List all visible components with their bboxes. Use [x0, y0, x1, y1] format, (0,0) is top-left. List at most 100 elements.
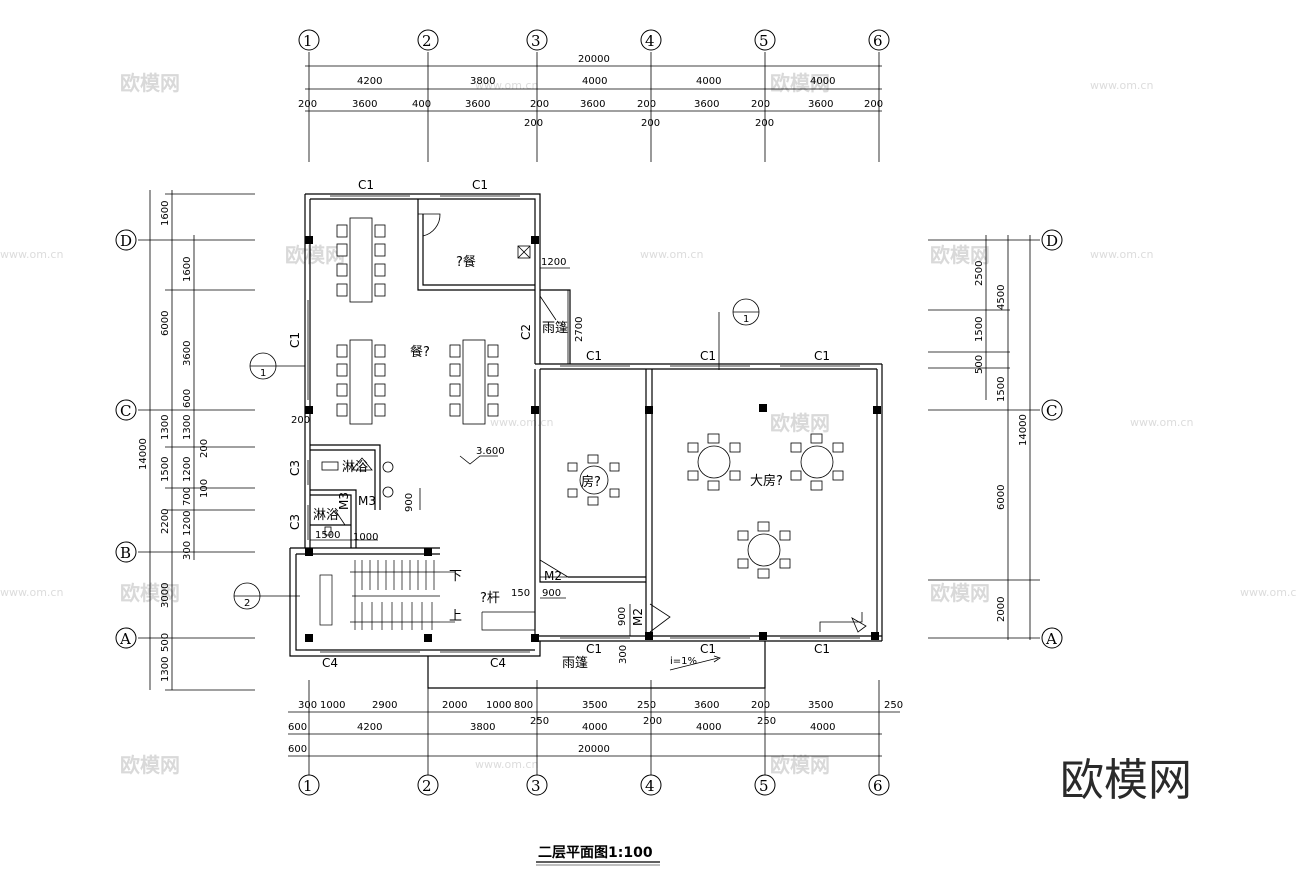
dim-bottom-bay: 3800	[470, 722, 495, 733]
axis-col-6-bottom: 6	[873, 777, 883, 795]
door-tag-m3: M3	[337, 492, 351, 510]
axis-row-a: A	[119, 630, 131, 648]
axis-row-a-right: A	[1045, 630, 1057, 648]
dim-right-inner: 500	[974, 355, 985, 374]
dim-left-inner: 300	[182, 541, 193, 560]
dim-right-total: 14000	[1018, 414, 1029, 446]
dim-top-bay: 4000	[810, 76, 835, 87]
dim-bottom: 2000	[442, 700, 467, 711]
dim-local: 1200	[541, 257, 566, 268]
dim-local: 150	[511, 588, 530, 599]
bottom-dimension-texts: 300 1000 2900 2000 1000 800 3500 250 360…	[288, 700, 903, 755]
dim-bottom-bay: 4200	[357, 722, 382, 733]
section-mark-label: 1	[260, 368, 266, 379]
dim-top-detail: 3600	[465, 99, 490, 110]
room-label-dining-main: 餐?	[410, 344, 430, 360]
door-tag-m2: M2	[631, 608, 645, 626]
section-mark-label: 1	[743, 314, 749, 325]
drawing-title-text: 二层平面图1:100	[538, 845, 653, 861]
dim-left: 3000	[160, 583, 171, 608]
dim-left-inner: 1200	[182, 511, 193, 536]
dim-bottom-lead: 600	[288, 722, 307, 733]
dim-top-detail: 3600	[580, 99, 605, 110]
dim-left: 1300	[160, 657, 171, 682]
window-tag-c1: C1	[700, 642, 716, 656]
window-tag-c1: C1	[814, 642, 830, 656]
dim-bottom-total-lead: 600	[288, 744, 307, 755]
dim-left: 1500	[160, 457, 171, 482]
dim-left-inner: 3600	[182, 341, 193, 366]
watermark-url: www.om.cn	[1240, 586, 1296, 599]
dim-top-detail: 200	[637, 99, 656, 110]
room-label-bath2: 淋浴	[313, 508, 339, 523]
columns	[305, 236, 881, 642]
room-labels: ?餐 餐? 房? 大房? 淋浴 淋浴 雨篷 雨篷 ?杆 下 上	[313, 254, 783, 671]
watermark-url: www.om.cn	[0, 248, 63, 261]
room-label-railing: ?杆	[480, 591, 500, 606]
dim-bottom-bay: 4000	[696, 722, 721, 733]
watermark-brand: 欧模网	[120, 753, 180, 777]
door-tag-m3: M3	[358, 494, 376, 508]
axis-col-3-bottom: 3	[531, 777, 541, 795]
axis-col-5-bottom: 5	[759, 777, 769, 795]
dim-right-inner: 1500	[974, 317, 985, 342]
dim-left: 1600	[160, 201, 171, 226]
elevation-value: 3.600	[476, 446, 505, 457]
door-tag-m2: M2	[544, 569, 562, 583]
axis-col-2-bottom: 2	[422, 777, 432, 795]
dim-bottom-extra: 250	[530, 716, 549, 727]
window-tag-c1: C1	[586, 349, 602, 363]
dim-bottom: 1000	[320, 700, 345, 711]
dim-left-inner: 1600	[182, 257, 193, 282]
dim-left-total: 14000	[138, 438, 149, 470]
dining-tables	[336, 217, 499, 425]
dim-left-inner: 600	[182, 389, 193, 408]
dim-bottom: 3600	[694, 700, 719, 711]
dim-bottom: 200	[751, 700, 770, 711]
dim-left: 6000	[160, 311, 171, 336]
axis-col-1-bottom: 1	[303, 777, 313, 795]
window-tag-c4: C4	[322, 656, 338, 670]
dim-left-inner: 1200	[182, 457, 193, 482]
dim-bottom-total: 20000	[578, 744, 610, 755]
dim-top-detail: 200	[864, 99, 883, 110]
axis-col-2: 2	[422, 32, 432, 50]
watermark-group: 欧模网 欧模网 欧模网 欧模网 欧模网 欧模网 欧模网 欧模网 欧模网 www.…	[0, 71, 1296, 806]
dim-top-bay: 4200	[357, 76, 382, 87]
stair-down-label: 下	[449, 569, 462, 584]
axis-row-b: B	[120, 544, 131, 562]
left-dimension-texts: 14000 1600 6000 1300 1500 2200 3000 500 …	[138, 201, 210, 682]
watermark-url: www.om.cn	[640, 248, 703, 261]
dim-local: 1500	[315, 530, 340, 541]
dim-top-extra: 200	[641, 118, 660, 129]
dim-local: 900	[542, 588, 561, 599]
dim-bottom: 2900	[372, 700, 397, 711]
dimension-lines	[138, 52, 1040, 775]
dim-left: 2200	[160, 509, 171, 534]
window-tag-c1: C1	[700, 349, 716, 363]
dim-bottom: 250	[637, 700, 656, 711]
dim-top-detail: 200	[751, 99, 770, 110]
axis-col-5: 5	[759, 32, 769, 50]
opening-tags: C1 C1 C1 C2 C1 C1 C1 C3 C3 C4 C4 C1 C1 C…	[288, 178, 830, 670]
dim-bottom: 3500	[808, 700, 833, 711]
axis-col-6: 6	[873, 32, 883, 50]
dim-top-bay: 3800	[470, 76, 495, 87]
dim-top-detail: 200	[530, 99, 549, 110]
dim-left: 1300	[160, 415, 171, 440]
axis-col-4: 4	[645, 32, 655, 50]
walls	[289, 193, 883, 689]
watermark-logo: 欧模网	[1060, 755, 1192, 806]
dim-bottom: 800	[514, 700, 533, 711]
watermark-url: www.om.cn	[1090, 79, 1153, 92]
watermark-url: www.om.cn	[490, 416, 553, 429]
stair-up-label: 上	[449, 609, 462, 624]
slope-value: i=1%	[670, 656, 697, 667]
window-tag-c3: C3	[288, 460, 302, 476]
dim-right: 4500	[996, 285, 1007, 310]
room-label-hall: 大房?	[750, 473, 783, 489]
watermark-brand: 欧模网	[120, 71, 180, 95]
axis-row-d-right: D	[1046, 232, 1058, 250]
dim-top-detail: 3600	[694, 99, 719, 110]
